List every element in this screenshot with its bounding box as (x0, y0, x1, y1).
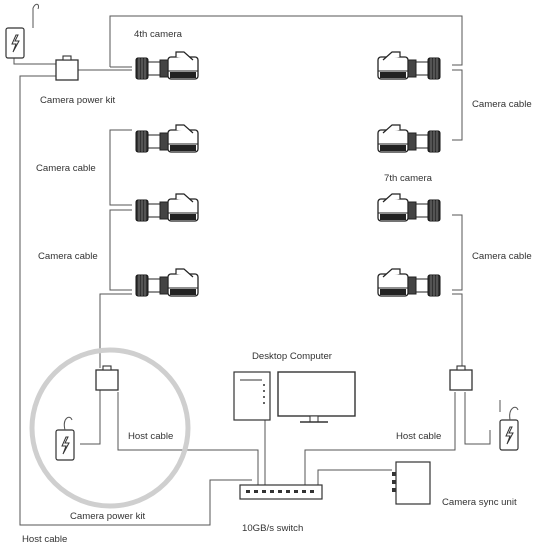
host-cable-long-run (19, 75, 252, 526)
psu-to-powerkit-cable (13, 58, 56, 65)
left-camera-cable-bracket-2 (109, 209, 132, 291)
seventh-camera-label: 7th camera (384, 173, 432, 184)
psu-cord-curl (509, 406, 519, 421)
psu-cord-curl (32, 3, 39, 10)
camera-cable-left-1-label: Camera cable (36, 163, 96, 174)
camera-left-1 (136, 52, 198, 79)
left-host-cable (117, 392, 259, 485)
left-powerbox-to-psu-cable (80, 390, 101, 445)
right-camera-cable-bracket-2 (452, 214, 463, 291)
highlight-circle (29, 347, 191, 509)
computer-monitor (277, 371, 356, 417)
desktop-computer-label: Desktop Computer (252, 351, 332, 362)
camera-left-3 (136, 194, 198, 221)
right-host-cable (304, 392, 456, 485)
right-camera-cable-bracket-1 (452, 69, 463, 141)
left-bottom-camera-cable (99, 293, 132, 368)
power-kit-bottom-right (449, 365, 473, 391)
lightning-bolt-icon (499, 419, 519, 451)
top-camera-link (109, 15, 463, 67)
lightning-bolt-icon (5, 27, 25, 59)
host-cable-left-label: Host cable (128, 431, 174, 442)
sync-to-switch-cable (317, 469, 392, 485)
camera-cable-right-2-label: Camera cable (472, 251, 532, 262)
camera-cable-right-1-label: Camera cable (472, 99, 532, 110)
right-bottom-camera-cable (452, 293, 463, 368)
camera-power-kit-top-label: Camera power kit (40, 95, 116, 106)
camera-power-kit-bottom-label: Camera power kit (70, 511, 146, 522)
camera-left-2 (136, 125, 198, 152)
power-kit-bottom-left (95, 365, 119, 391)
cables (13, 8, 501, 526)
left-camera-cable-bracket-1 (109, 129, 132, 206)
desktop-computer (233, 371, 356, 423)
network-switch (239, 484, 323, 500)
computer-tower (233, 371, 271, 421)
right-powerbox-to-psu-cable (464, 392, 491, 445)
camera-sync-unit (392, 461, 431, 505)
fourth-camera-label: 4th camera (134, 29, 182, 40)
host-cable-bottom-label: Host cable (22, 534, 68, 545)
switch-label: 10GB/s switch (242, 523, 304, 534)
camera-sync-unit-label: Camera sync unit (442, 497, 517, 508)
psu-cord-curl (63, 416, 73, 431)
camera-right-4 (377, 268, 441, 297)
camera-cable-left-2-label: Camera cable (38, 251, 98, 262)
camera-left-4 (136, 269, 198, 296)
lightning-bolt-icon (55, 429, 75, 461)
camera-right-3 (377, 193, 441, 222)
camera-right-2 (377, 124, 441, 153)
host-cable-right-label: Host cable (396, 431, 442, 442)
power-kit-top (55, 55, 79, 81)
camera-right-1 (377, 51, 441, 80)
